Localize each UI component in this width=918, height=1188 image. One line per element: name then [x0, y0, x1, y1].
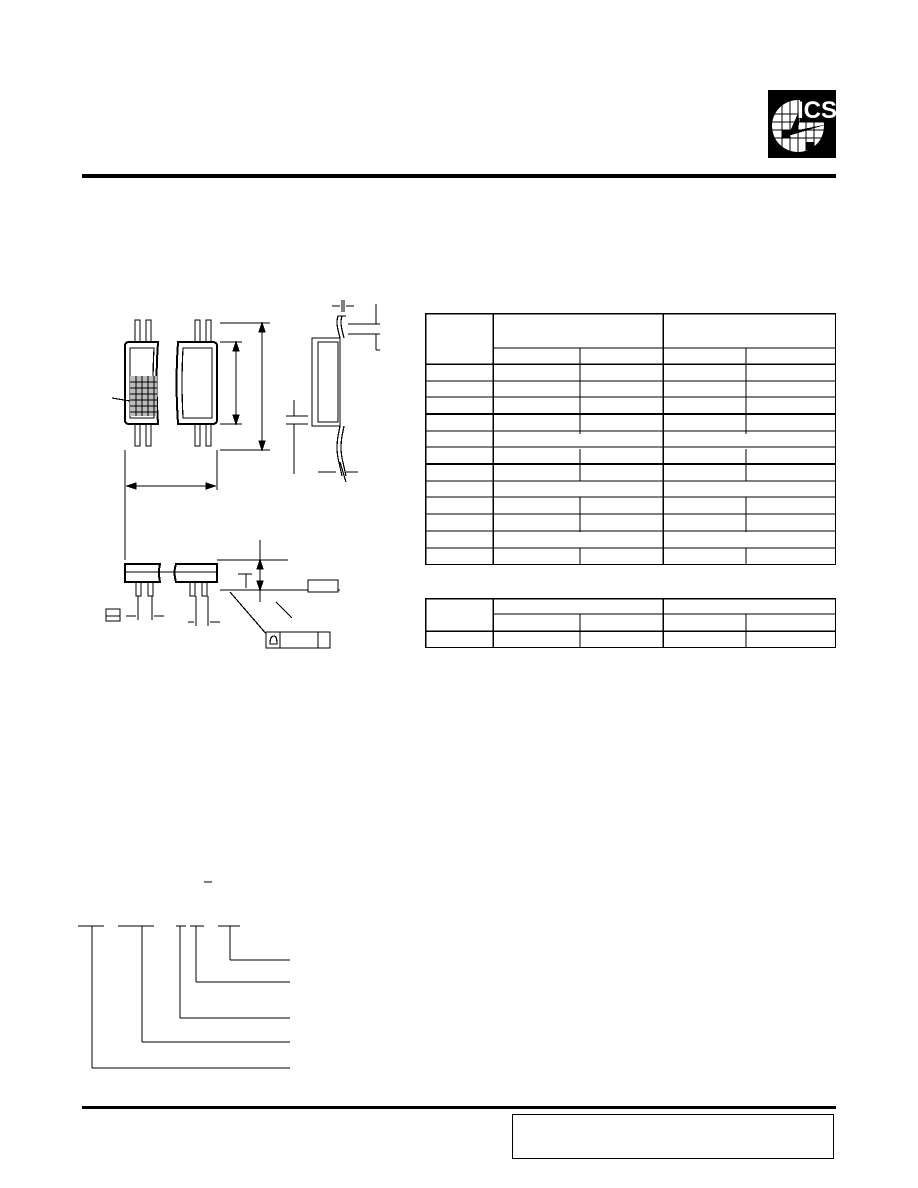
lead-count-table: [424, 597, 837, 649]
logo-text: ICS: [797, 97, 836, 124]
ordering-code-diagram-icon: [78, 870, 298, 1070]
ics-logo-icon: ICS: [768, 90, 837, 158]
footer-rule: [82, 1106, 836, 1109]
ssop-package-drawing: [80, 290, 380, 660]
dimension-table: [424, 312, 837, 566]
ssop-package-top-view-icon: [111, 319, 270, 560]
header-rule: [82, 174, 836, 178]
ssop-package-side-view-icon: [286, 300, 380, 483]
footer-box: [512, 1114, 834, 1159]
ssop-package-end-view-icon: [105, 540, 340, 649]
